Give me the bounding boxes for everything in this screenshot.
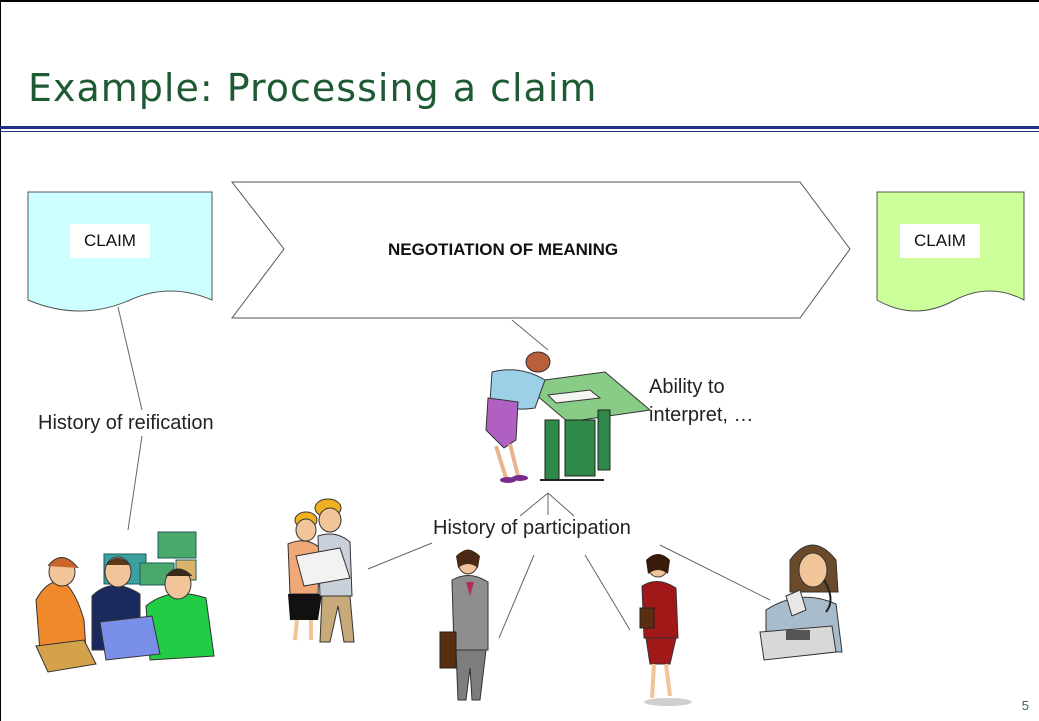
claim-label-right: CLAIM [900,224,980,258]
connector-reification-to-team [127,435,143,531]
history-participation-label: History of participation [433,517,631,539]
ability-label-line1: Ability to [649,376,725,398]
ability-label-line2: interpret, … [649,404,754,426]
process-chevron [230,181,851,319]
frame-top [0,0,1039,2]
slide-title: Example: Processing a claim [28,66,598,110]
builders-clipart [287,498,355,643]
title-rule-thin [0,131,1039,132]
connector-participation-to-phone-woman [659,544,771,601]
process-label: NEGOTIATION OF MEANING [388,240,619,259]
connector-claim-to-reification [117,306,143,411]
connector-participation-up-3 [547,492,575,517]
connector-arrow-to-worker [511,319,549,351]
connector-participation-to-walker [498,554,535,639]
frame-left [0,0,1,721]
connector-participation-to-builders [367,542,433,570]
history-reification-label: History of reification [38,412,214,434]
page-number: 5 [1021,698,1029,713]
walking-woman-gray-clipart [439,549,489,701]
office-team-clipart [35,531,215,673]
drafting-worker-clipart [485,351,652,483]
phone-woman-clipart [759,544,843,661]
connector-participation-up-1 [519,492,549,517]
connector-participation-to-woman-red [584,554,631,631]
walking-woman-red-clipart [639,554,692,706]
claim-label-left: CLAIM [70,224,150,258]
title-rule-thick [0,126,1039,129]
